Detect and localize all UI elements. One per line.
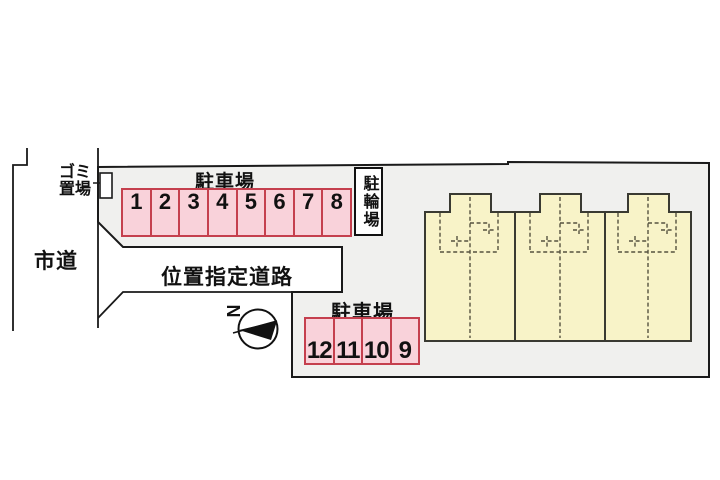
parking-space-3: 3 [180,190,209,235]
building-1 [424,193,516,342]
parking-lot-bottom: 12 11 10 9 [304,317,420,365]
parking-space-5: 5 [238,190,267,235]
designated-road-label: 位置指定道路 [161,266,293,289]
building-2 [514,193,606,342]
parking-space-9: 9 [398,337,412,364]
bicycle-parking-box: 駐輪場 [354,167,383,236]
parking-space-2: 2 [152,190,181,235]
parking-lot-top: 1 2 3 4 5 6 7 8 [121,188,352,237]
city-road-label: 市道 [34,250,78,273]
parking-space-7: 7 [295,190,324,235]
garbage-box [99,172,113,199]
garbage-area-label-line1: ゴミ [58,164,91,181]
parking-space-11: 11 [335,319,363,363]
compass-icon: N [223,305,279,350]
building-interior-dashed-lines [439,197,677,338]
designated-road-edge [97,291,343,319]
garbage-area-label-line2: 置場 [58,181,91,198]
parking-space-4: 4 [209,190,238,235]
compass-north-label: N [223,305,243,318]
parking-space-8: 8 [330,189,343,214]
parking-lot-top-label: 駐車場 [195,172,256,193]
parking-space-1: 1 [123,190,152,235]
parking-space-6: 6 [266,190,295,235]
city-road-left-boundary [12,148,28,331]
garbage-area-label: ゴミ 置場 [51,164,99,198]
bicycle-parking-label: 駐輪場 [360,174,378,229]
parking-space-12: 12 [306,319,335,363]
parking-space-10: 10 [363,319,392,363]
building-3 [604,193,692,342]
buildings [424,193,692,342]
